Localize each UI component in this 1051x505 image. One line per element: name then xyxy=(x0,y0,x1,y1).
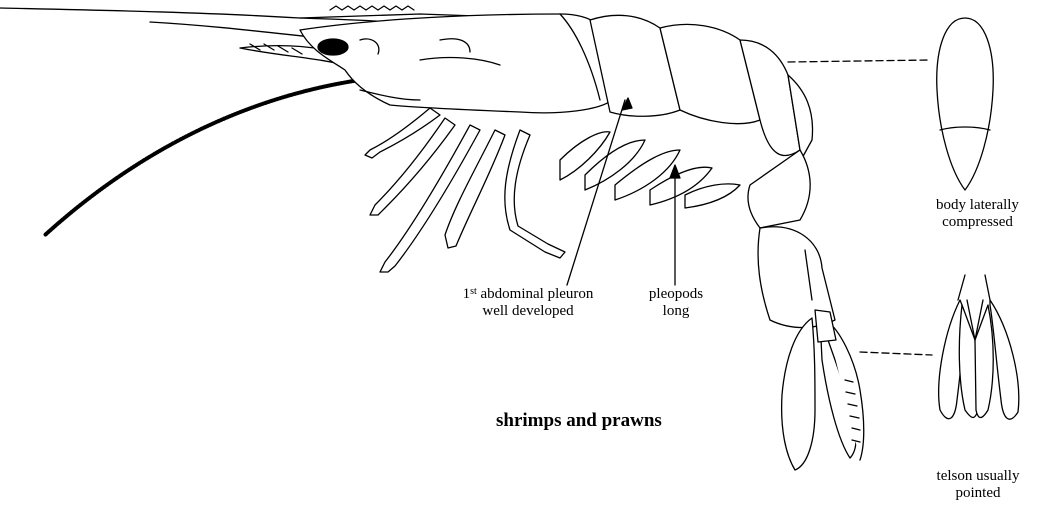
pleopods xyxy=(560,132,740,208)
pleopods-label-line2: long xyxy=(663,303,690,319)
antenna xyxy=(45,80,360,235)
pleuron-number: 1 xyxy=(463,286,471,302)
pleuron-label: 1st abdominal pleuron well developed xyxy=(448,286,608,320)
walking-legs xyxy=(360,90,565,272)
pleopods-label: pleopods long xyxy=(636,286,716,320)
telson-label-line1: telson usually xyxy=(937,468,1020,484)
telson-inset xyxy=(939,275,1019,419)
telson-label-line2: pointed xyxy=(956,485,1001,501)
carapace xyxy=(300,14,612,113)
body-label-line2: compressed xyxy=(942,214,1013,230)
body-label-line1: body laterally xyxy=(936,197,1019,213)
telson-label: telson usually pointed xyxy=(918,468,1038,502)
body-label: body laterally compressed xyxy=(915,197,1040,231)
tail-fan xyxy=(782,310,864,470)
pleuron-label-line2: well developed xyxy=(482,303,573,319)
pleuron-label-line1: abdominal pleuron xyxy=(481,286,594,302)
figure-title: shrimps and prawns xyxy=(496,410,662,432)
body-cross-section-inset xyxy=(937,18,994,190)
abdomen xyxy=(590,15,835,327)
pleopods-label-line1: pleopods xyxy=(649,286,703,302)
pleuron-superscript: st xyxy=(470,286,477,297)
